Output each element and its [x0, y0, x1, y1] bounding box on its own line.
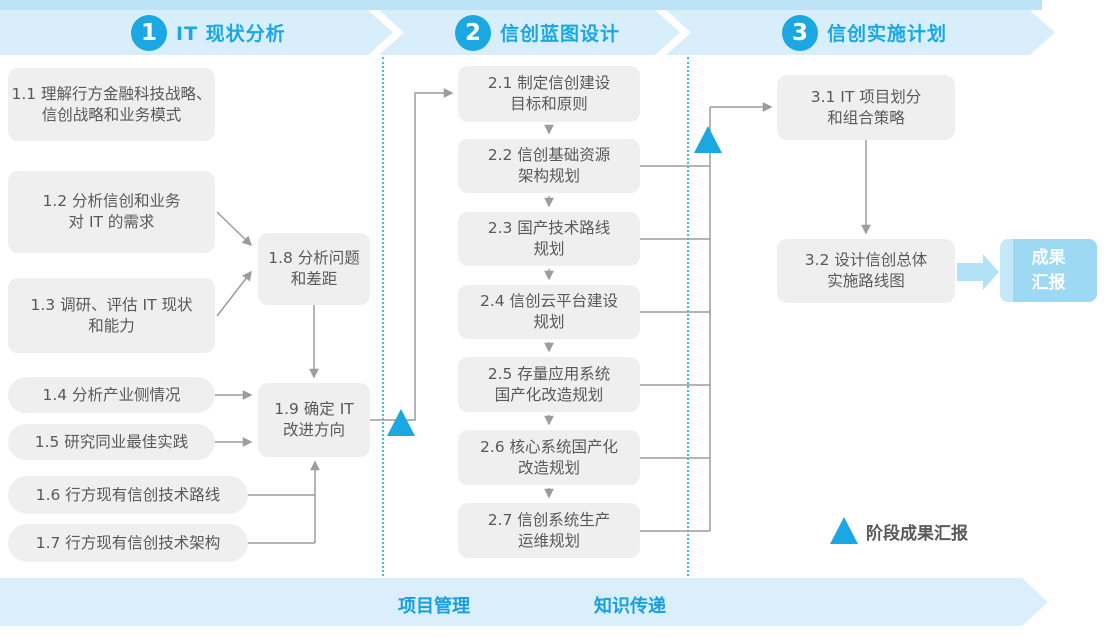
step-box-1-8: 1.8 分析问题 和差距 — [258, 233, 370, 305]
milestone-triangle-phase-1 — [387, 409, 415, 436]
footer-item-knowledge-transfer: 知识传递 — [594, 596, 666, 617]
phase-1-number-badge: 1 — [131, 15, 167, 51]
phase-2-number-badge: 2 — [455, 15, 491, 51]
step-box-1-7: 1.7 行方现有信创技术架构 — [8, 524, 248, 562]
phase-1-banner-content: 1 IT 现状分析 — [131, 10, 286, 55]
phase-3-banner: 3 信创实施计划 — [666, 10, 1055, 55]
step-box-2-4: 2.4 信创云平台建设 规划 — [458, 285, 640, 339]
step-box-1-9: 1.9 确定 IT 改进方向 — [258, 383, 370, 457]
step-box-1-4: 1.4 分析产业侧情况 — [8, 377, 215, 413]
step-box-2-1: 2.1 制定信创建设 目标和原则 — [458, 66, 640, 122]
footer-item-project-management: 项目管理 — [398, 596, 470, 617]
step-box-2-5: 2.5 存量应用系统 国产化改造规划 — [458, 357, 640, 412]
phase-2-banner: 2 信创蓝图设计 — [379, 10, 680, 55]
timeline-strip — [0, 0, 1042, 10]
phase-1-title: IT 现状分析 — [176, 23, 286, 45]
step-box-1-6: 1.6 行方现有信创技术路线 — [8, 476, 248, 514]
phase-2-banner-content: 2 信创蓝图设计 — [455, 10, 620, 55]
legend-label: 阶段成果汇报 — [866, 524, 968, 544]
step-box-2-7: 2.7 信创系统生产 运维规划 — [458, 503, 640, 558]
phase-divider-2 — [687, 57, 689, 576]
step-box-2-6: 2.6 核心系统国产化 改造规划 — [458, 430, 640, 485]
step-box-2-3: 2.3 国产技术路线 规划 — [458, 212, 640, 266]
footer-banner — [0, 578, 1048, 626]
phase-3-title: 信创实施计划 — [827, 23, 948, 45]
phase-divider-1 — [382, 57, 384, 576]
step-box-3-2: 3.2 设计信创总体 实施路线图 — [777, 239, 955, 303]
result-arrow — [957, 254, 999, 290]
phase-2-title: 信创蓝图设计 — [500, 23, 621, 45]
phase-3-banner-content: 3 信创实施计划 — [782, 10, 947, 55]
step-box-1-3: 1.3 调研、评估 IT 现状 和能力 — [8, 278, 215, 353]
phase-3-number-badge: 3 — [782, 15, 818, 51]
result-report-box: 成果 汇报 — [1000, 239, 1097, 302]
step-box-3-1: 3.1 IT 项目划分 和组合策略 — [777, 75, 955, 140]
step-box-1-1: 1.1 理解行方金融科技战略、 信创战略和业务模式 — [8, 68, 215, 141]
step-box-1-2: 1.2 分析信创和业务 对 IT 的需求 — [8, 171, 215, 253]
phase-1-banner: 1 IT 现状分析 — [0, 10, 393, 55]
milestone-triangle-phase-2 — [694, 126, 722, 153]
step-box-2-2: 2.2 信创基础资源 架构规划 — [458, 139, 640, 193]
step-box-1-5: 1.5 研究同业最佳实践 — [8, 424, 215, 460]
legend-triangle-icon — [830, 517, 858, 544]
